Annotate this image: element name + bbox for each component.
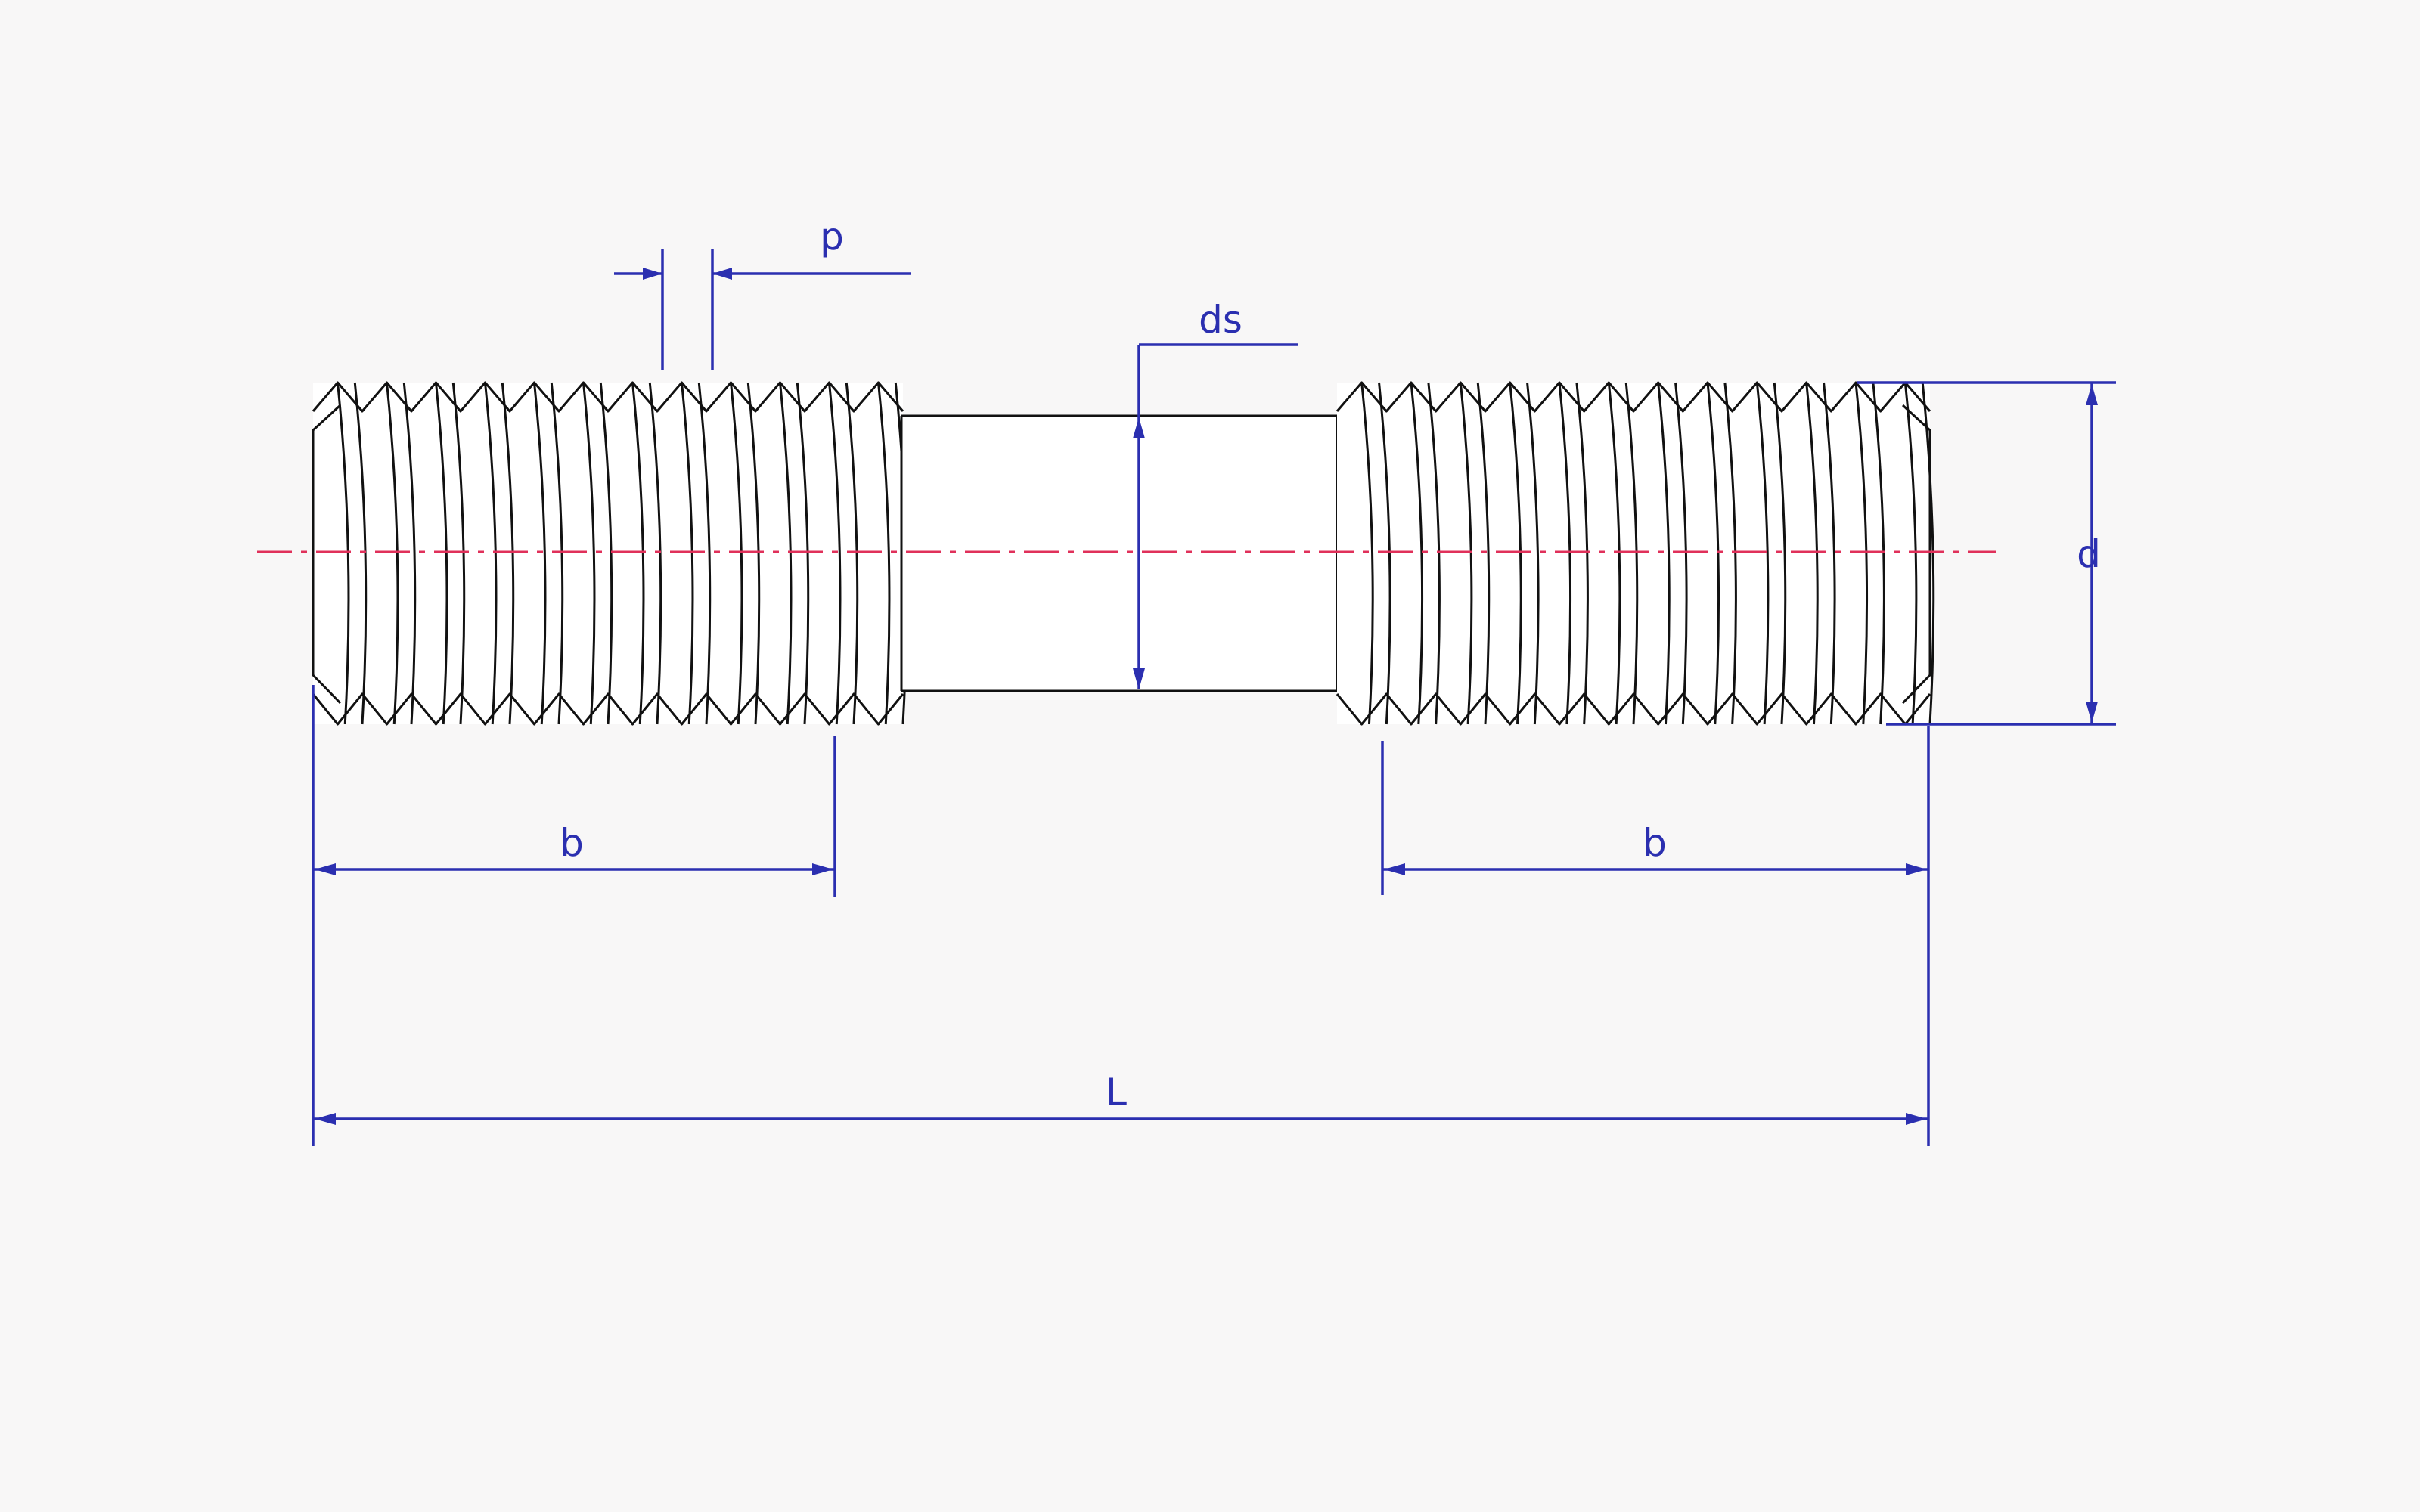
right-thread-length-label: b bbox=[1643, 821, 1667, 865]
left-thread-length-dimension: b bbox=[312, 685, 836, 1146]
major-diameter-label: d bbox=[2077, 532, 2101, 576]
left-thread-length-label: b bbox=[560, 821, 584, 865]
total-length-label: L bbox=[1106, 1070, 1127, 1114]
shank-diameter-label: ds bbox=[1199, 298, 1243, 342]
shank bbox=[900, 414, 1339, 692]
pitch-label: p bbox=[820, 215, 844, 259]
shank-diameter-dimension: ds bbox=[1133, 298, 1298, 689]
left-threaded-section bbox=[312, 381, 908, 726]
pitch-dimension: p bbox=[614, 215, 911, 370]
right-threaded-section bbox=[1336, 381, 1935, 726]
major-diameter-dimension: d bbox=[1857, 381, 2116, 726]
right-thread-length-dimension: b bbox=[1381, 726, 1930, 1146]
total-length-dimension: L bbox=[313, 1070, 1928, 1125]
